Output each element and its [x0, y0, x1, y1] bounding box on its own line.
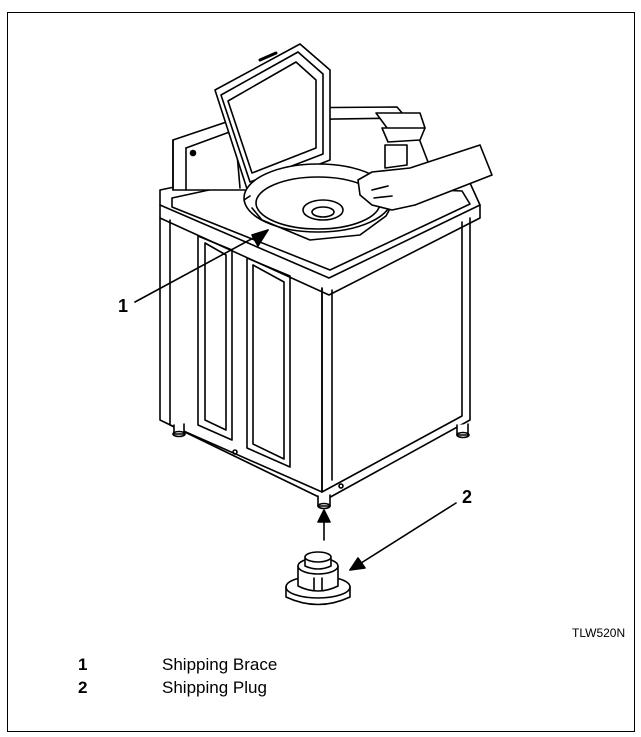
callout-arrow-1: [134, 229, 269, 303]
legend: 1 Shipping Brace 2 Shipping Plug: [78, 653, 277, 699]
leveling-feet: [172, 423, 470, 510]
legend-number: 2: [78, 677, 88, 697]
callout-label-2: 2: [462, 487, 473, 507]
washer-cabinet: [159, 217, 471, 501]
figure-code: TLW520N: [572, 626, 626, 640]
legend-number: 1: [78, 654, 88, 674]
legend-item: 1 Shipping Brace: [78, 653, 277, 676]
callout-arrow-2: [349, 502, 457, 571]
shipping-plug: [285, 509, 351, 606]
hand-arm: [357, 144, 493, 211]
legend-item: 2 Shipping Plug: [78, 676, 277, 699]
open-lid: [214, 43, 331, 193]
legend-label: Shipping Brace: [162, 654, 278, 674]
callout-label-1: 1: [118, 296, 129, 316]
figure-frame: [7, 12, 635, 732]
legend-label: Shipping Plug: [162, 677, 267, 697]
